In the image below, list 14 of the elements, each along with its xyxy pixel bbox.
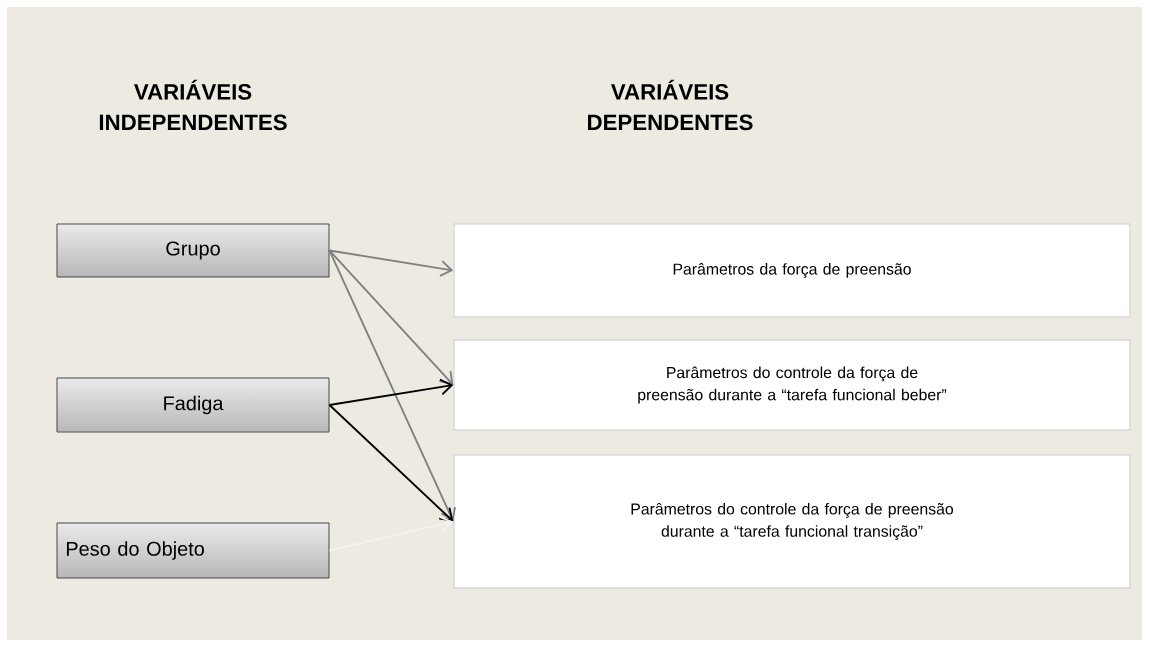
variable-box: Peso do Objeto xyxy=(56,522,330,579)
arrow xyxy=(328,249,454,277)
outcome-box: Parâmetros da força de preensão xyxy=(453,223,1131,318)
arrow xyxy=(328,249,454,385)
arrow xyxy=(328,516,454,552)
variable-box: Fadiga xyxy=(56,377,330,433)
outcome-box: Parâmetros do controle da força de preensão durante a “tarefa funcional transição” xyxy=(453,454,1131,589)
arrow xyxy=(328,249,456,522)
arrow xyxy=(328,378,454,406)
outcome-box: Parâmetros do controle da força de preensão durante a “tarefa funcional beber” xyxy=(453,339,1131,431)
column-heading: VARIÁVEIS DEPENDENTES xyxy=(588,79,753,131)
column-heading: VARIÁVEIS INDEPENDENTES xyxy=(99,79,287,131)
variable-box: Grupo xyxy=(56,223,330,278)
arrow xyxy=(328,404,454,522)
